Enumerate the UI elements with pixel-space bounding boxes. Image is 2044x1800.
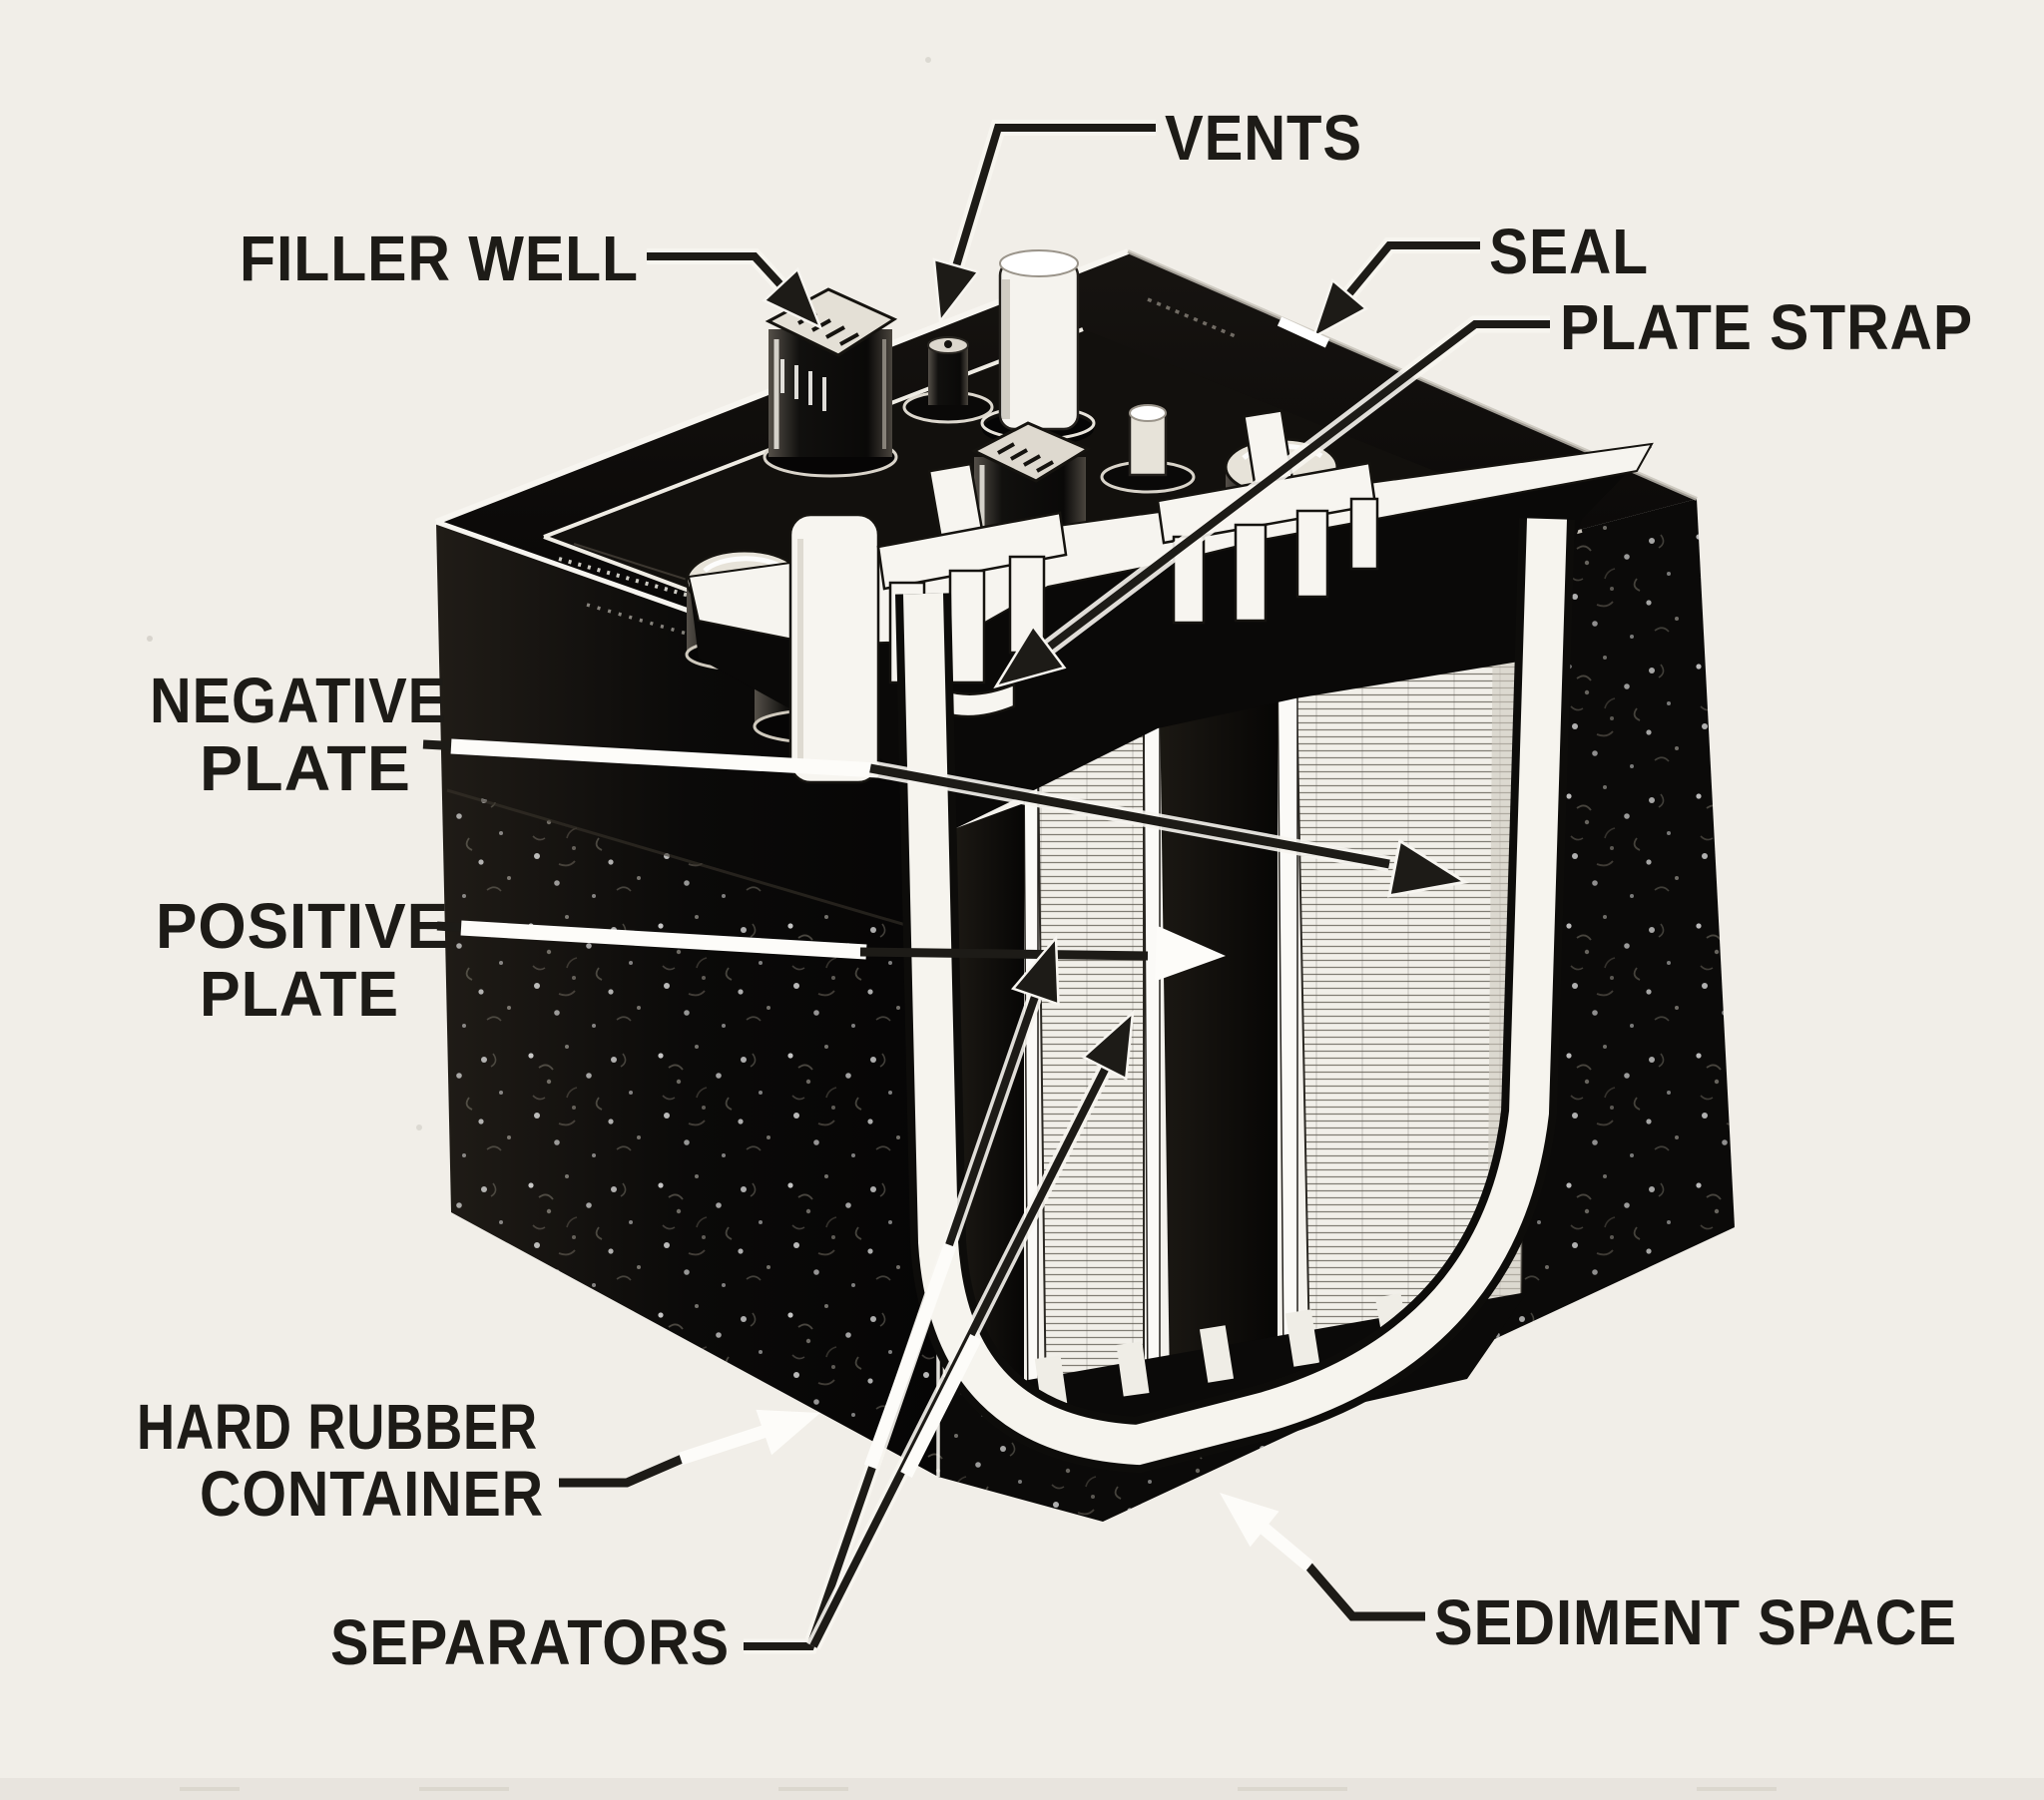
leader-separators: [744, 934, 1135, 1654]
separators-arrowhead-1: [1010, 934, 1060, 1007]
seal-gasket-mark: [1277, 316, 1330, 348]
label-seal: SEAL: [1489, 216, 1649, 287]
leader-negative-plate: [422, 738, 1470, 898]
leader-vents: [932, 120, 1156, 325]
hard-rubber-arrowhead: [756, 1409, 820, 1456]
label-sediment-space: SEDIMENT SPACE: [1434, 1586, 1957, 1658]
label-positive-plate-2: PLATE: [200, 958, 399, 1030]
post-section: [788, 513, 880, 784]
label-hard-rubber-2: CONTAINER: [200, 1458, 544, 1530]
labels: FILLER WELL VENTS SEAL PLATE STRAP NEGAT…: [137, 102, 1973, 1678]
label-positive-plate-1: POSITIVE: [156, 890, 449, 962]
leader-plate-strap: [993, 315, 1550, 689]
filler-cap: [763, 287, 898, 478]
leader-seal: [1277, 237, 1480, 348]
label-plate-strap: PLATE STRAP: [1560, 291, 1973, 363]
seal-arrowhead: [1310, 277, 1369, 340]
label-hard-rubber-1: HARD RUBBER: [137, 1391, 538, 1463]
negative-plate-arrowhead: [1387, 838, 1470, 898]
plate-strap-arrowhead: [993, 624, 1067, 689]
separators-arrowhead-2: [1081, 1009, 1135, 1082]
positive-plate-surface: [1159, 665, 1278, 1389]
leader-hard-rubber-container: [559, 1409, 820, 1488]
label-separators: SEPARATORS: [330, 1606, 730, 1678]
label-negative-plate-2: PLATE: [200, 732, 411, 804]
sediment-space-arrowhead: [1220, 1493, 1279, 1548]
positive-plate-arrowhead: [1155, 925, 1226, 982]
filler-well-arrowhead: [762, 266, 823, 330]
label-negative-plate-1: NEGATIVE: [150, 665, 447, 736]
cell-post: [1100, 404, 1196, 494]
label-filler-well: FILLER WELL: [240, 223, 639, 294]
vents-arrowhead: [932, 257, 981, 325]
leader-positive-plate: [436, 920, 1226, 982]
leaders: [422, 120, 1550, 1654]
photo-artifacts: [0, 57, 2044, 1800]
label-vents: VENTS: [1165, 102, 1362, 174]
leader-filler-well: [647, 248, 823, 330]
leader-sediment-space: [1220, 1493, 1425, 1621]
vent-cap: [902, 336, 994, 424]
